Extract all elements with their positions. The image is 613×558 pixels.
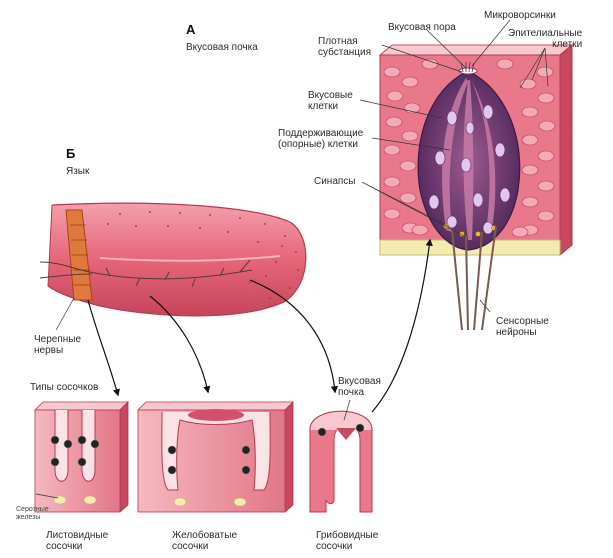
fungiform-papillae-block: [310, 411, 372, 512]
label-epithelial-cells: Эпителиальные клетки: [508, 28, 582, 50]
label-foliate: Листовидные сосочки: [46, 530, 108, 552]
section-b-letter: Б: [66, 146, 75, 161]
label-vallate: Желобоватые сосочки: [172, 530, 237, 552]
section-a-title: Вкусовая почка: [186, 42, 258, 53]
label-dense-substance: Плотная субстанция: [318, 36, 371, 58]
label-taste-bud-small: Вкусовая почка: [338, 376, 381, 398]
vallate-papillae-block: [138, 402, 293, 512]
foliate-papillae-block: [35, 402, 128, 512]
label-microvilli: Микроворсинки: [484, 10, 556, 21]
label-fungiform: Грибовидные сосочки: [316, 530, 378, 552]
section-a-letter: А: [186, 22, 195, 37]
label-sensory-neurons: Сенсорные нейроны: [496, 316, 549, 338]
label-serous-glands: Серозные железы: [16, 506, 49, 522]
label-supporting-cells: Поддерживающие (опорные) клетки: [278, 128, 363, 150]
taste-pore: [459, 68, 477, 74]
section-b-title: Язык: [66, 166, 89, 177]
label-papilla-types: Типы сосочков: [30, 382, 98, 393]
label-synapses: Синапсы: [314, 176, 356, 187]
taste-bud-block: [360, 20, 572, 330]
label-cranial-nerves: Черепные нервы: [34, 334, 81, 356]
label-taste-cells: Вкусовые клетки: [308, 90, 353, 112]
tongue: [40, 203, 306, 316]
label-taste-pore: Вкусовая пора: [388, 22, 456, 33]
